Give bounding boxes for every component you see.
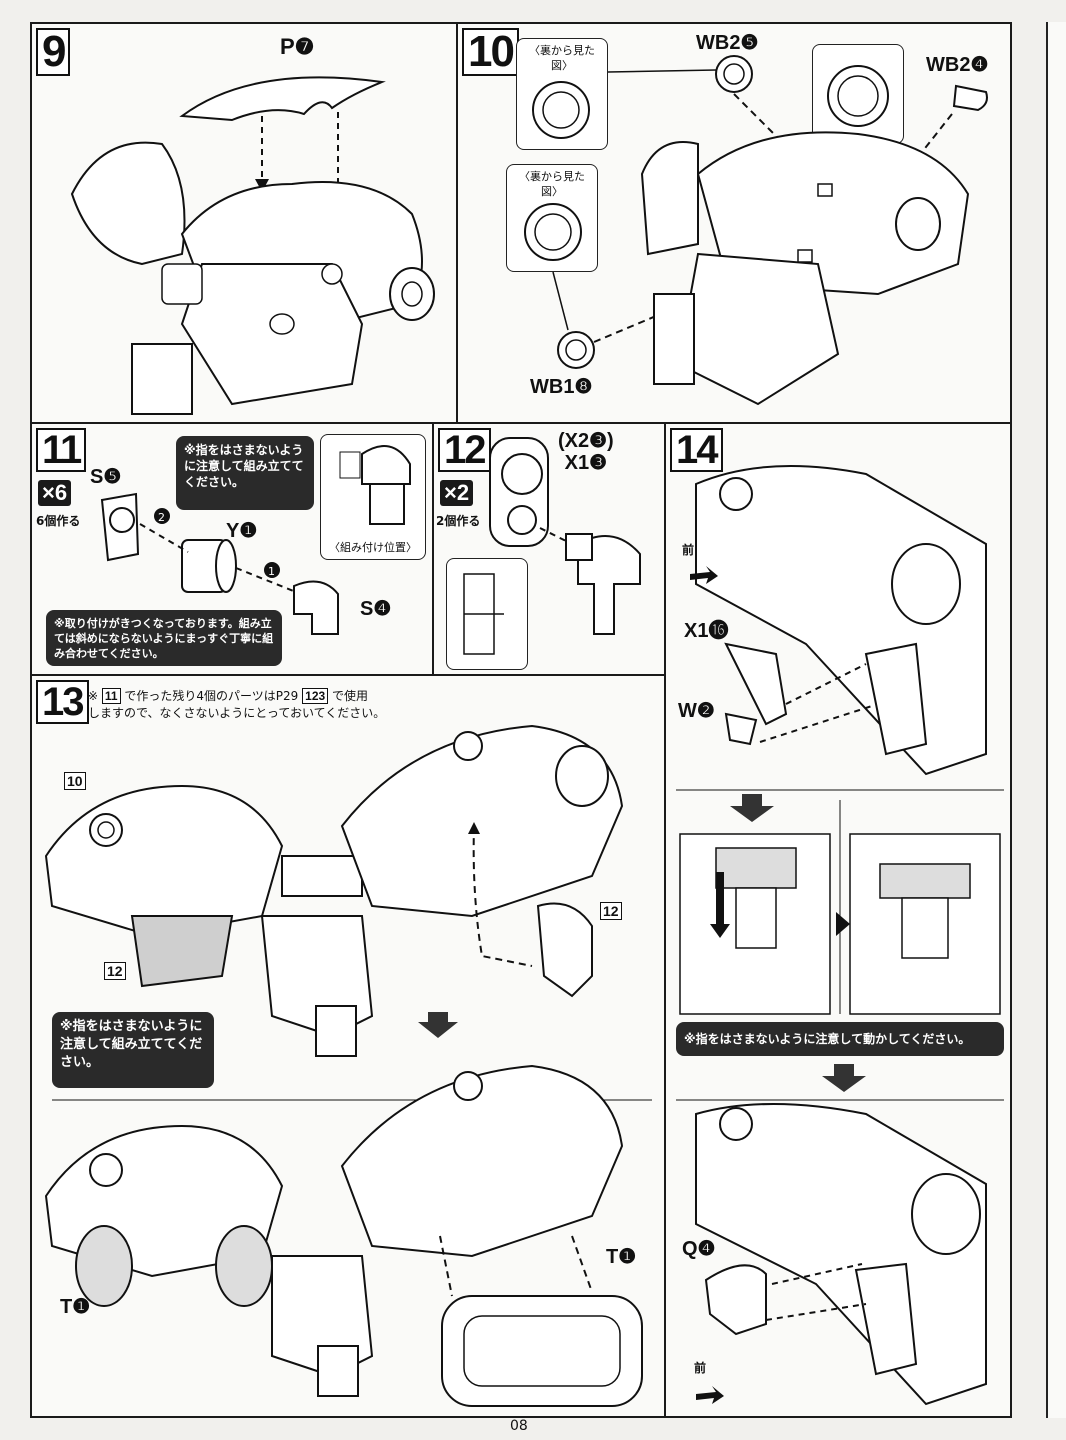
make-count: 6個作る — [36, 514, 81, 528]
part-label-s4: S❹ — [360, 598, 392, 620]
svg-text:2: 2 — [158, 511, 165, 524]
part-label-s5: S❺ — [90, 466, 122, 488]
note-use: で使用 — [332, 689, 369, 703]
step-12-illustration — [463, 437, 641, 655]
step-13-note: ※ 11 で作った残り4個のパーツはP29 123 で使用 しますので、なくさな… — [88, 688, 668, 722]
step-number: 9 — [36, 28, 71, 76]
multiplier-badge: ×2 — [440, 480, 474, 506]
step-14-panel: 14 前 X1⓰ W❷ ※指をはさまないように注意して動かしてください。 Q❹ … — [664, 422, 1012, 1418]
back-view-label: 〈裏から見た図〉 — [519, 170, 585, 198]
step-13-illustration — [44, 724, 652, 1407]
part-label-wb1-8: WB1❽ — [530, 376, 593, 398]
step-11-illustration: 2 1 — [100, 445, 411, 635]
part-label-y1: Y❶ — [226, 520, 258, 542]
next-page-edge — [1046, 22, 1066, 1418]
part-label-q4: Q❹ — [682, 1238, 716, 1260]
step-10-panel: 10 〈裏から見た図〉 〈裏から見た図〉 WB2❺ WB2❹ WB1❽ — [456, 22, 1012, 424]
step-number: 12 — [438, 428, 491, 472]
make-count: 2個作る — [436, 514, 481, 528]
ref-step-11: 11 — [101, 688, 121, 704]
svg-text:1: 1 — [268, 565, 275, 578]
ref-step-10: 10 — [64, 772, 86, 790]
front-label-bottom: 前 — [694, 1361, 707, 1375]
caution-box: ※指をはさまないように注意して動かしてください。 — [676, 1022, 1004, 1056]
step-number: 10 — [462, 28, 519, 76]
ref-step-12-left: 12 — [104, 962, 126, 980]
page-number: 08 — [510, 1418, 528, 1434]
multiplier-badge: ×6 — [38, 480, 72, 506]
front-label: 前 — [682, 543, 695, 557]
step-9-panel: 9 P❼ — [30, 22, 458, 424]
ref-step-12-right: 12 — [600, 902, 622, 920]
part-label-wb2-4: WB2❹ — [926, 54, 989, 76]
part-label-p7: P❼ — [280, 34, 315, 59]
step-10-illustration — [524, 55, 988, 406]
back-view-label: 〈裏から見た図〉 — [529, 44, 595, 72]
step-11-panel: 11 ×6 6個作る S❺ Y❶ S❹ ※指をはさまないように注意して組み立てて… — [30, 422, 434, 676]
part-label-t1-left: T❶ — [60, 1296, 91, 1318]
note-box: ※取り付けがきつくなっております。組み立ては斜めにならないようにまっすぐ丁寧に組… — [46, 610, 282, 666]
step-14-illustration — [676, 465, 1004, 1406]
assembly-position-label: 〈組み付け位置〉 — [329, 541, 417, 554]
note-line-2: しますので、なくさないようにとっておいてください。 — [88, 706, 386, 720]
step-number: 13 — [36, 680, 89, 724]
caution-box: ※指をはさまないように注意して組み立ててください。 — [176, 436, 314, 510]
part-label-x1-16: X1⓰ — [684, 620, 729, 642]
part-label-t1-right: T❶ — [606, 1246, 637, 1268]
ref-step-123: 123 — [302, 688, 329, 704]
step-13-panel: 13 ※ 11 で作った残り4個のパーツはP29 123 で使用 しますので、な… — [30, 674, 672, 1418]
step-12-panel: 12 ×2 2個作る (X2❸) X1❸ — [432, 422, 666, 676]
part-label-w2: W❷ — [678, 700, 715, 722]
step-number: 11 — [36, 428, 87, 472]
note-prefix: ※ — [88, 689, 99, 703]
part-labels: (X2❸) X1❸ — [558, 430, 614, 474]
note-line-1: で作った残り4個のパーツはP29 — [124, 689, 299, 703]
step-number: 14 — [670, 428, 723, 472]
back-view-box-top: 〈裏から見た図〉 — [516, 38, 608, 150]
caution-box: ※指をはさまないように注意して組み立ててください。 — [52, 1012, 214, 1088]
step-9-illustration — [70, 76, 435, 415]
part-label-wb2-5: WB2❺ — [696, 32, 759, 54]
